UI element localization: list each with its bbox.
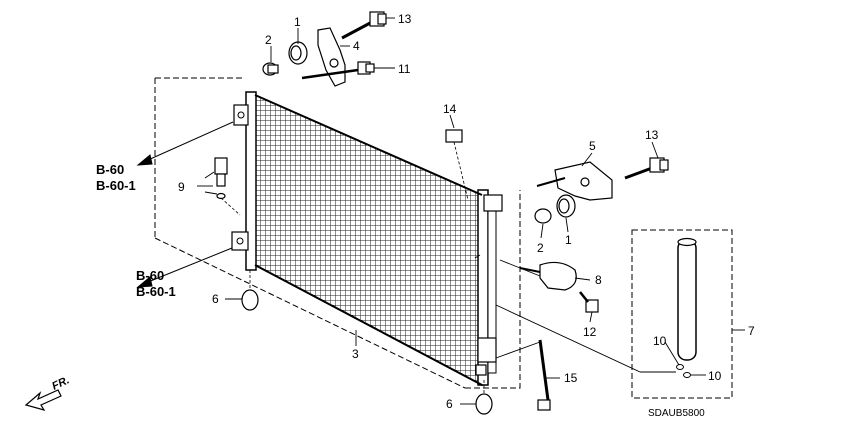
- collar-right: [534, 208, 552, 224]
- callout-13-right: 13: [645, 128, 659, 142]
- callout-2-right: 2: [537, 241, 544, 255]
- assembly-outline: [154, 77, 521, 389]
- front-direction-arrow-icon: [24, 389, 62, 411]
- callout-9: 9: [178, 180, 185, 194]
- reference-arrows: [136, 121, 234, 288]
- upper-mount-bracket: [317, 27, 346, 87]
- callout-2-top: 2: [265, 33, 272, 47]
- diagram-code: SDAUB5800: [648, 408, 705, 419]
- leader-lines: [197, 17, 745, 405]
- upper-left-bracket: [233, 104, 249, 126]
- callout-12: 12: [583, 325, 597, 339]
- pressure-switch: [214, 157, 241, 216]
- right-mount-bracket: [554, 161, 613, 201]
- right-pipe-fittings: [475, 194, 503, 376]
- callout-8: 8: [595, 273, 602, 287]
- reference-upper-b60: B-60: [96, 162, 124, 177]
- callout-6-bottom: 6: [446, 397, 453, 411]
- rubber-mount-top: [288, 41, 308, 65]
- receiver-dryer-box: [631, 229, 733, 399]
- long-bolt: [537, 339, 551, 411]
- callout-1-right: 1: [565, 233, 572, 247]
- callout-1-top: 1: [294, 15, 301, 29]
- threaded-rod: [536, 177, 566, 187]
- pipe-clamp: [519, 261, 577, 291]
- condenser-core: [245, 91, 497, 387]
- lower-left-bracket: [231, 231, 249, 251]
- bolt-right: [624, 157, 669, 180]
- callout-3: 3: [352, 347, 359, 361]
- lower-mount-left: [241, 270, 259, 311]
- reference-upper-b60-1: B-60-1: [96, 178, 136, 193]
- clamp-bolt: [579, 291, 599, 313]
- reference-lower-b60: B-60: [136, 268, 164, 283]
- callout-7: 7: [748, 324, 755, 338]
- nut-14: [445, 129, 469, 201]
- front-label: FR.: [50, 374, 71, 392]
- callout-4: 4: [353, 39, 360, 53]
- callout-11: 11: [398, 62, 411, 76]
- callout-14: 14: [443, 102, 457, 116]
- callout-10-b: 10: [708, 369, 722, 383]
- bolt-top: [341, 11, 387, 40]
- reference-lower-b60-1: B-60-1: [136, 284, 176, 299]
- callout-15: 15: [564, 371, 578, 385]
- collar-top: [262, 62, 279, 76]
- rubber-mount-right: [556, 194, 576, 218]
- callout-10-a: 10: [653, 334, 667, 348]
- callout-6-left: 6: [212, 292, 219, 306]
- callout-5: 5: [589, 139, 596, 153]
- callout-13-top: 13: [398, 12, 412, 26]
- bolt-11: [301, 61, 375, 80]
